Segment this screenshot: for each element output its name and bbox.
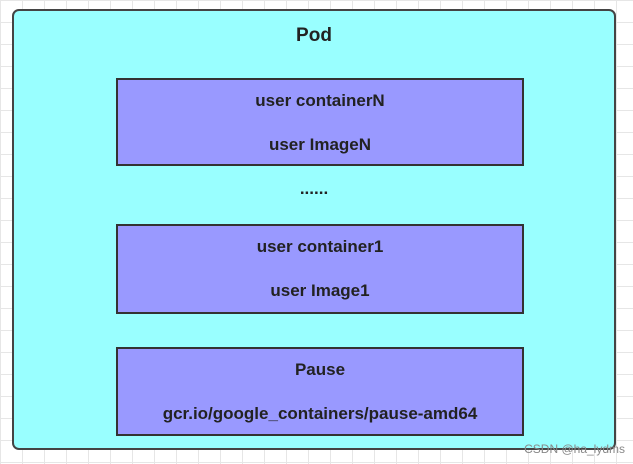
container-name: user container1 — [256, 237, 384, 256]
container-name: user containerN — [255, 91, 385, 110]
pod-title: Pod — [296, 25, 332, 46]
container-name: Pause — [294, 360, 346, 379]
pause-container-box: Pause gcr.io/google_containers/pause-amd… — [116, 347, 524, 436]
watermark: CSDN @ha_lydms — [524, 442, 625, 456]
user-container-n-box: user containerN user ImageN — [116, 78, 524, 166]
container-image: gcr.io/google_containers/pause-amd64 — [162, 404, 478, 423]
user-container-1-box: user container1 user Image1 — [116, 224, 524, 314]
container-image: user ImageN — [268, 135, 372, 154]
pod-box: Pod user containerN user ImageN ...... u… — [12, 9, 616, 450]
ellipsis: ...... — [299, 179, 329, 198]
container-image: user Image1 — [270, 281, 370, 300]
